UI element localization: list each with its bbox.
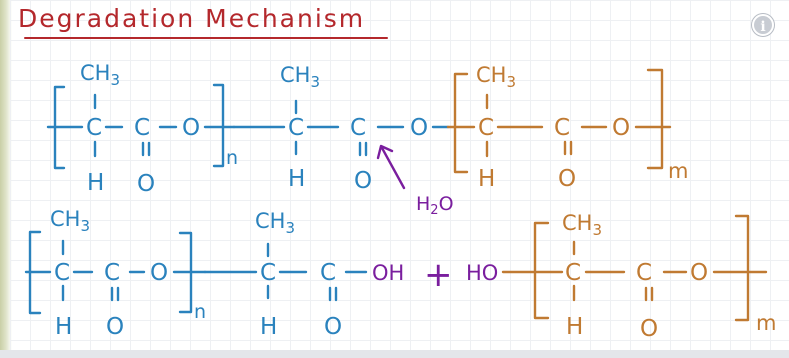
arrow-head xyxy=(376,144,394,160)
ch3-label: CH3 xyxy=(476,63,516,91)
carbon-atom: C xyxy=(554,115,570,141)
hydroxyl-end-label: OH xyxy=(372,261,404,285)
top-middle-atoms: CH3 C C O H O xyxy=(280,63,428,194)
info-icon: i xyxy=(760,19,766,35)
ch3-label: CH3 xyxy=(280,63,320,91)
hydrogen-atom: H xyxy=(288,166,305,192)
hydrogen-atom: H xyxy=(55,314,72,340)
water-label: H2O xyxy=(416,193,454,218)
title-underline xyxy=(24,37,388,39)
oxygen-atom: O xyxy=(354,168,372,194)
carbon-atom: C xyxy=(636,260,652,286)
bracket-left xyxy=(533,221,550,320)
plus-sign: + xyxy=(424,255,453,295)
subscript-m: m xyxy=(756,311,776,335)
info-button[interactable]: i xyxy=(752,14,774,36)
bracket-right xyxy=(212,83,225,168)
bottom-unit-m xyxy=(501,214,768,322)
carbon-atom: C xyxy=(54,260,70,286)
top-unit-n-atoms: CH3 C C O H O n xyxy=(80,61,238,197)
hydrogen-atom: H xyxy=(260,314,277,340)
bottom-unit-m-atoms: CH3 C C O H O m xyxy=(562,211,776,342)
bottom-middle-unit xyxy=(203,242,368,302)
top-unit-m xyxy=(446,68,672,174)
carbon-atom: C xyxy=(260,260,276,286)
ch3-label: CH3 xyxy=(50,207,90,235)
top-middle-unit xyxy=(232,99,450,157)
oxygen-atom: O xyxy=(410,115,428,141)
oxygen-atom: O xyxy=(558,166,576,192)
ch3-label: CH3 xyxy=(80,61,120,89)
carbon-atom: C xyxy=(320,260,336,286)
top-unit-n xyxy=(46,83,236,170)
oxygen-atom: O xyxy=(182,115,200,141)
bottom-border xyxy=(0,350,789,358)
subscript-n: n xyxy=(194,301,206,323)
bracket-right xyxy=(646,68,664,170)
oxygen-atom: O xyxy=(324,314,342,340)
hydrogen-atom: H xyxy=(566,314,583,340)
ch3-label: CH3 xyxy=(255,209,295,237)
hydrogen-atom: H xyxy=(478,166,495,192)
hydroxyl-start-label: HO xyxy=(466,261,498,285)
carbon-atom: C xyxy=(350,115,366,141)
bottom-middle-atoms: CH3 C C H O xyxy=(255,209,342,340)
carbon-atom: C xyxy=(104,260,120,286)
bottom-unit-n xyxy=(24,230,207,315)
oxygen-atom: O xyxy=(150,260,168,286)
oxygen-atom: O xyxy=(690,260,708,286)
carbon-atom: C xyxy=(288,115,304,141)
arrow-shaft xyxy=(380,146,406,190)
bottom-unit-n-atoms: CH3 C C O H O n xyxy=(50,207,206,340)
carbon-atom: C xyxy=(86,115,102,141)
page-title: Degradation Mechanism xyxy=(18,4,366,33)
carbon-atom: C xyxy=(134,115,150,141)
bracket-right xyxy=(178,231,193,314)
top-unit-m-atoms: CH3 C C O H O m xyxy=(476,63,688,192)
carbon-atom: C xyxy=(478,115,494,141)
oxygen-atom: O xyxy=(106,314,124,340)
oxygen-atom: O xyxy=(612,115,630,141)
subscript-m: m xyxy=(668,159,688,183)
bracket-right xyxy=(734,214,750,322)
ch3-label: CH3 xyxy=(562,211,602,239)
hydrogen-atom: H xyxy=(87,170,104,196)
h2o-arrow xyxy=(376,144,406,190)
carbon-atom: C xyxy=(565,260,581,286)
oxygen-atom: O xyxy=(640,316,658,342)
oxygen-atom: O xyxy=(137,171,155,197)
reaction-products: OH + HO xyxy=(372,255,498,295)
subscript-n: n xyxy=(226,147,238,169)
bracket-left xyxy=(453,72,469,174)
